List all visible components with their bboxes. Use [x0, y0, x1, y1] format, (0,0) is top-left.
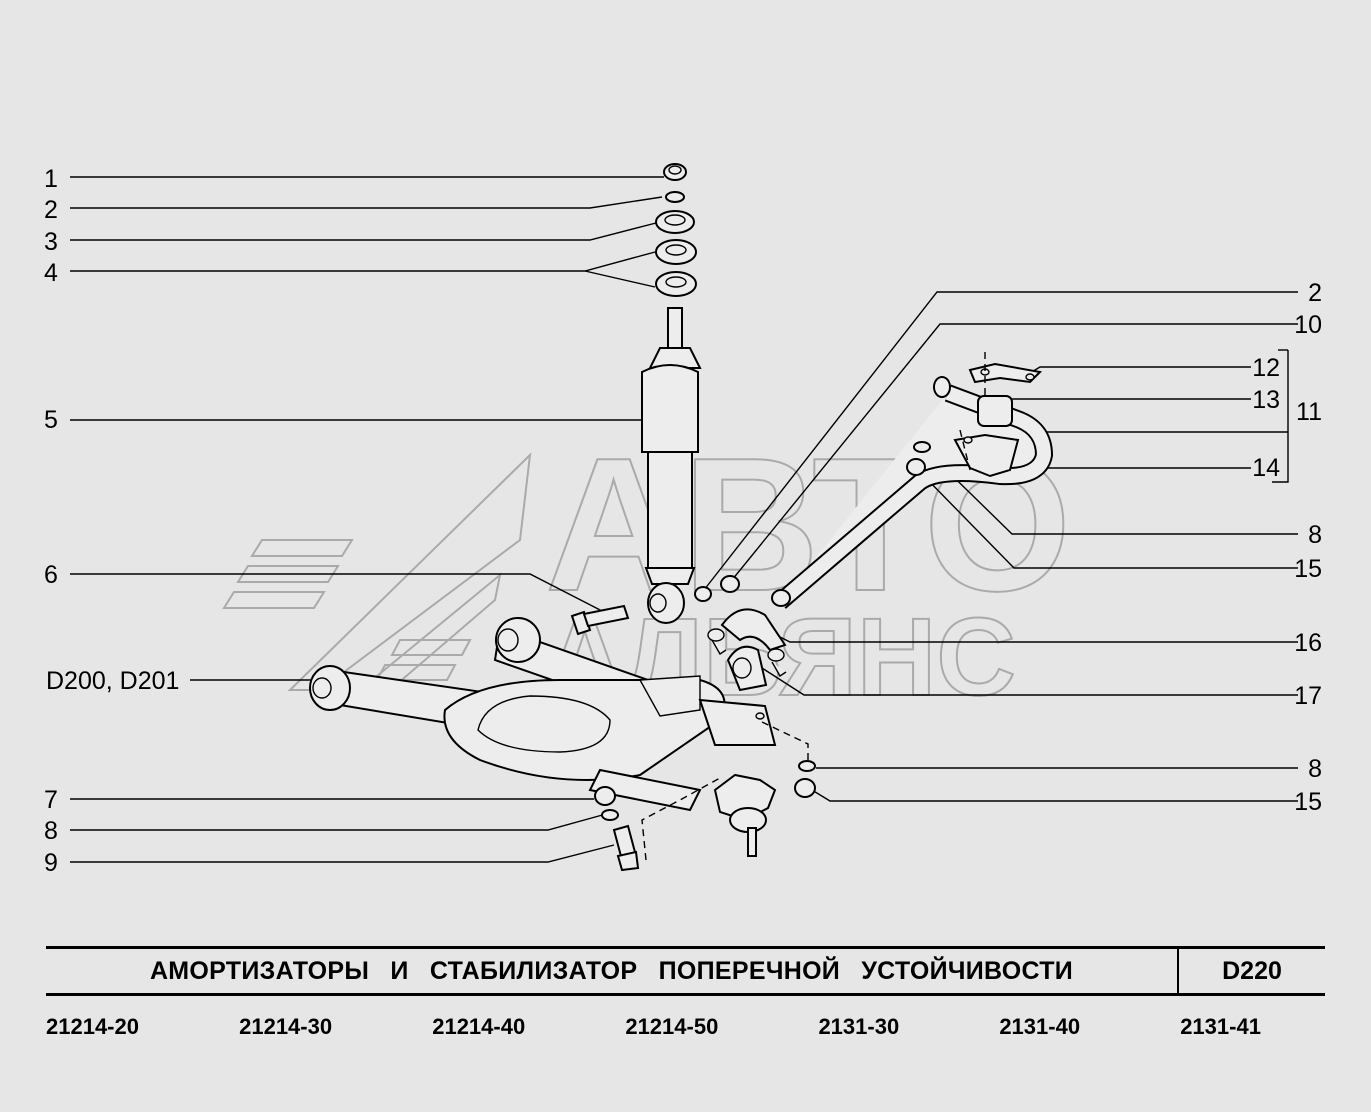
stabilizer-bar-assembly [771, 352, 1054, 609]
callout-15-right-top: 15 [1294, 555, 1322, 583]
model-item: 2131-30 [818, 1014, 900, 1039]
callout-1: 1 [44, 165, 58, 193]
callout-12: 12 [1252, 354, 1280, 382]
model-list: 21214-20 21214-30 21214-40 21214-50 2131… [46, 1014, 1261, 1044]
nut-1 [663, 163, 687, 181]
nut-15-lower [794, 778, 816, 798]
washer-2-lower [694, 586, 712, 602]
callout-8-right-top: 8 [1308, 521, 1322, 549]
model-item: 21214-30 [239, 1014, 333, 1039]
bolt-9 [612, 824, 640, 872]
model-item: 21214-20 [46, 1014, 139, 1039]
model-item: 2131-41 [1180, 1014, 1261, 1039]
nut-10 [720, 575, 740, 593]
ball-joint [713, 773, 777, 857]
callout-9: 9 [44, 849, 58, 877]
shock-absorber-assembly [570, 163, 740, 636]
callout-2-right: 2 [1308, 279, 1322, 307]
callout-3: 3 [44, 228, 58, 256]
callout-7: 7 [44, 786, 58, 814]
callout-10: 10 [1294, 311, 1322, 339]
callout-labels: 1 2 3 4 5 6 D200, D201 7 8 9 2 10 12 13 … [44, 165, 1322, 877]
callout-8-right-bottom: 8 [1308, 755, 1322, 783]
stabilizer-mount-lower [698, 608, 816, 798]
callout-13: 13 [1252, 386, 1280, 414]
washer-2 [665, 191, 685, 203]
lower-arm-assembly [309, 617, 777, 857]
bracket-16 [707, 608, 787, 677]
nut-15-upper [906, 458, 926, 476]
callout-8-left: 8 [44, 817, 58, 845]
washer-3 [655, 210, 695, 234]
callout-4: 4 [44, 259, 58, 287]
fasteners-left [594, 777, 721, 872]
callout-17: 17 [1294, 682, 1322, 710]
bracket-14 [953, 433, 1020, 478]
bracket-12 [968, 362, 1043, 384]
washer-8-lower [798, 760, 816, 772]
nut-7 [594, 786, 616, 806]
callout-16: 16 [1294, 629, 1322, 657]
model-item: 21214-50 [625, 1014, 719, 1039]
page-title: АМОРТИЗАТОРЫ И СТАБИЛИЗАТОР ПОПЕРЕЧНОЙ У… [149, 956, 1074, 985]
model-item: 21214-40 [432, 1014, 526, 1039]
washer-8-upper [913, 441, 931, 453]
callout-d200-d201: D200, D201 [46, 667, 179, 695]
callout-5: 5 [44, 406, 58, 434]
cushion-4-lower [655, 271, 697, 297]
callout-6: 6 [44, 561, 58, 589]
washer-8-left [601, 809, 619, 821]
shock-absorber-5 [641, 307, 702, 624]
model-item: 2131-40 [999, 1014, 1081, 1039]
cushion-13 [977, 395, 1013, 427]
title-block: АМОРТИЗАТОРЫ И СТАБИЛИЗАТОР ПОПЕРЕЧНОЙ У… [46, 946, 1325, 996]
callout-2-left: 2 [44, 196, 58, 224]
watermark-logo [222, 452, 532, 691]
bolt-6 [570, 604, 630, 636]
cushion-17 [726, 645, 768, 692]
cushion-4-upper [655, 239, 697, 265]
callout-14: 14 [1252, 454, 1280, 482]
diagram-code: D220 [1177, 949, 1325, 993]
parts-diagram: АВТО АЛЬЯНС 1 2 3 4 5 6 D200, D201 7 8 9… [44, 163, 1322, 877]
callout-15-right-bottom: 15 [1294, 788, 1322, 816]
callout-11: 11 [1296, 398, 1322, 426]
